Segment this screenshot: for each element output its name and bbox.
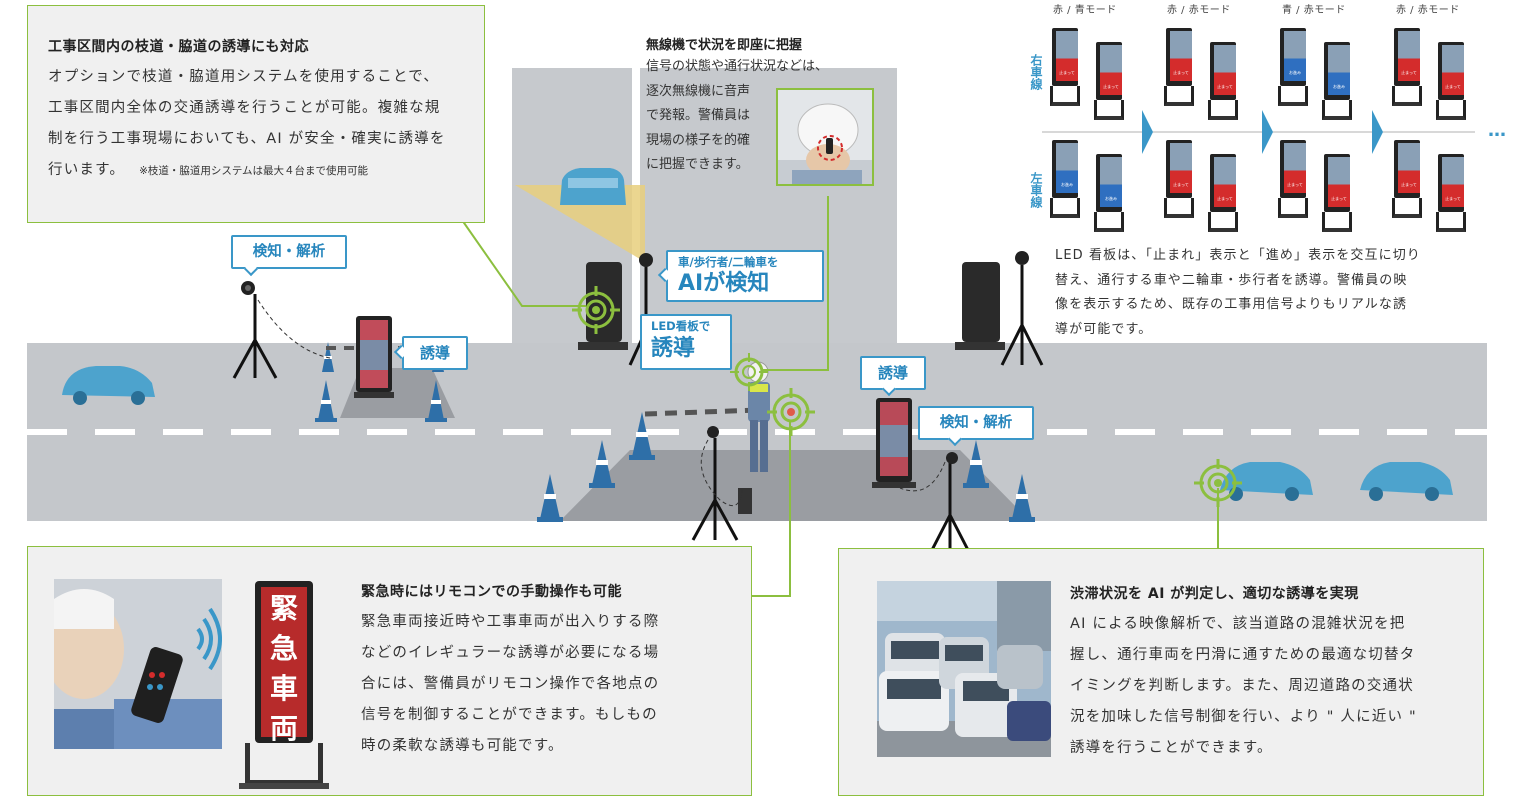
callout-detect-right: 検知・解析 [918, 406, 1034, 440]
mini-led-sign: 止まって [1436, 154, 1466, 232]
work-zone [560, 450, 1030, 521]
mini-sign-text: 止まって [1217, 196, 1233, 201]
target-reticles [572, 286, 1242, 507]
traffic-text: 渋滞状況を AI が判定し、適切な誘導を実現 AI による映像解析で、該当道路の… [1070, 583, 1470, 764]
radio-body: 信号の状態や通行状況などは、 逐次無線機に音声 で発報。警備員は 現場の様子を的… [646, 59, 829, 172]
mini-led-sign: お進み [1278, 28, 1308, 106]
emergency-text: 緊急時にはリモコンでの手動操作も可能 緊急車両接近時や工事車両が出入りする際 な… [361, 581, 741, 762]
panel-branch-body: オプションで枝道・脇道用システムを使用することで、 工事区間内全体の交通誘導を行… [48, 69, 446, 178]
led-sign-side-road [578, 262, 628, 350]
led-sign-left [354, 316, 394, 398]
mini-led-sign: 止まって [1164, 140, 1194, 218]
mini-led-sign: 止まって [1164, 28, 1194, 106]
mini-led-sign: 止まって [1392, 140, 1422, 218]
mini-led-sign: お進み [1050, 140, 1080, 218]
mini-led-sign: 止まって [1208, 42, 1238, 120]
lane-label-left: 左車線 [1029, 172, 1043, 208]
traffic-cones [315, 342, 1035, 522]
panel-traffic-title: 渋滞状況を AI が判定し、適切な誘導を実現 [1070, 586, 1359, 602]
mini-sign-text: 止まって [1445, 84, 1461, 89]
car-right-1 [1220, 462, 1313, 501]
mode-label-2: 赤 / 赤モード [1167, 5, 1231, 16]
panel-emergency: 緊 急 車 両 緊急時にはリモコンでの手動操作も可能 緊急車両接近時や工事車両が… [27, 546, 752, 796]
mode-label-1: 赤 / 青モード [1053, 5, 1117, 16]
mini-sign-text: 止まって [1217, 84, 1233, 89]
mini-sign-text: お進み [1105, 196, 1117, 201]
mini-sign-text: 止まって [1173, 182, 1189, 187]
emergency-sign-char-1: 緊 [269, 592, 298, 625]
mini-led-sign: お進み [1322, 42, 1352, 120]
led-description: LED 看板は、「止まれ」表示と「進め」表示を交互に切り 替え、通行する車や二輪… [1055, 248, 1421, 337]
emergency-sign-char-4: 両 [269, 712, 298, 745]
mini-led-sign: 止まって [1436, 42, 1466, 120]
tripod-right-back [1000, 265, 1044, 366]
mini-sign-text: お進み [1061, 182, 1073, 187]
mode-arrow-2 [1262, 110, 1273, 154]
mini-sign-text: 止まって [1287, 182, 1303, 187]
tripod-left [232, 294, 278, 379]
traffic-jam-photo [877, 581, 1051, 757]
mini-sign-text: 止まって [1401, 70, 1417, 75]
tripod-center [691, 438, 739, 541]
radio-section: 無線機で状況を即座に把握 信号の状態や通行状況などは、 逐次無線機に音声 で発報… [646, 34, 876, 178]
mini-sign-text: お進み [1333, 84, 1345, 89]
guard-figure [738, 361, 770, 514]
mini-led-sign: 止まって [1278, 140, 1308, 218]
mode-arrow-1 [1142, 110, 1153, 154]
mini-led-sign: 止まって [1094, 42, 1124, 120]
mode-label-4: 赤 / 赤モード [1396, 5, 1460, 16]
mini-led-sign: お進み [1094, 154, 1124, 232]
car-right-2 [1360, 462, 1453, 501]
led-sign-right-back [955, 262, 1005, 350]
car-left [62, 366, 155, 405]
remote-control-photo [54, 579, 222, 749]
tripod-right [930, 460, 970, 551]
panel-traffic: 渋滞状況を AI が判定し、適切な誘導を実現 AI による映像解析で、該当道路の… [838, 548, 1484, 796]
mini-led-sign: 止まって [1392, 28, 1422, 106]
mini-sign-text: 止まって [1103, 84, 1119, 89]
callout-ai-detect: 車/歩行者/二輪車を AIが検知 [666, 250, 824, 302]
emergency-sign: 緊 急 車 両 [233, 553, 333, 795]
mode-ellipsis: … [1488, 120, 1506, 141]
callout-led-guide: LED看板で 誘導 [640, 314, 732, 370]
panel-emergency-title: 緊急時にはリモコンでの手動操作も可能 [361, 584, 622, 600]
panel-branch-note: ※枝道・脇道用システムは最大４台まで使用可能 [139, 165, 369, 177]
mode-arrow-3 [1372, 110, 1383, 154]
lane-label-right: 右車線 [1029, 54, 1043, 90]
mini-sign-text: 止まって [1059, 70, 1075, 75]
leader-lines [461, 196, 1219, 597]
led-sign-center [872, 398, 916, 488]
callout-guide-left: 誘導 [402, 336, 468, 370]
mini-sign-text: 止まって [1445, 196, 1461, 201]
radio-title: 無線機で状況を即座に把握 [646, 38, 803, 53]
panel-branch-title: 工事区間内の枝道・脇道の誘導にも対応 [48, 39, 309, 55]
car-side-road [560, 168, 626, 205]
callout-guide-right: 誘導 [860, 356, 926, 390]
mini-sign-text: 止まって [1173, 70, 1189, 75]
mini-led-sign: 止まって [1322, 154, 1352, 232]
panel-branch-road: 工事区間内の枝道・脇道の誘導にも対応 オプションで枝道・脇道用システムを使用する… [27, 5, 485, 223]
guard-radio-photo [776, 88, 874, 186]
emergency-sign-char-2: 急 [269, 632, 298, 665]
mini-led-sign: 止まって [1208, 154, 1238, 232]
mini-sign-text: 止まって [1401, 182, 1417, 187]
mini-sign-text: お進み [1289, 70, 1301, 75]
callout-detect-left: 検知・解析 [231, 235, 347, 269]
mini-sign-text: 止まって [1331, 196, 1347, 201]
emergency-sign-char-3: 車 [269, 672, 298, 705]
mode-label-3: 青 / 赤モード [1282, 5, 1346, 16]
mini-led-sign: 止まって [1050, 28, 1080, 106]
